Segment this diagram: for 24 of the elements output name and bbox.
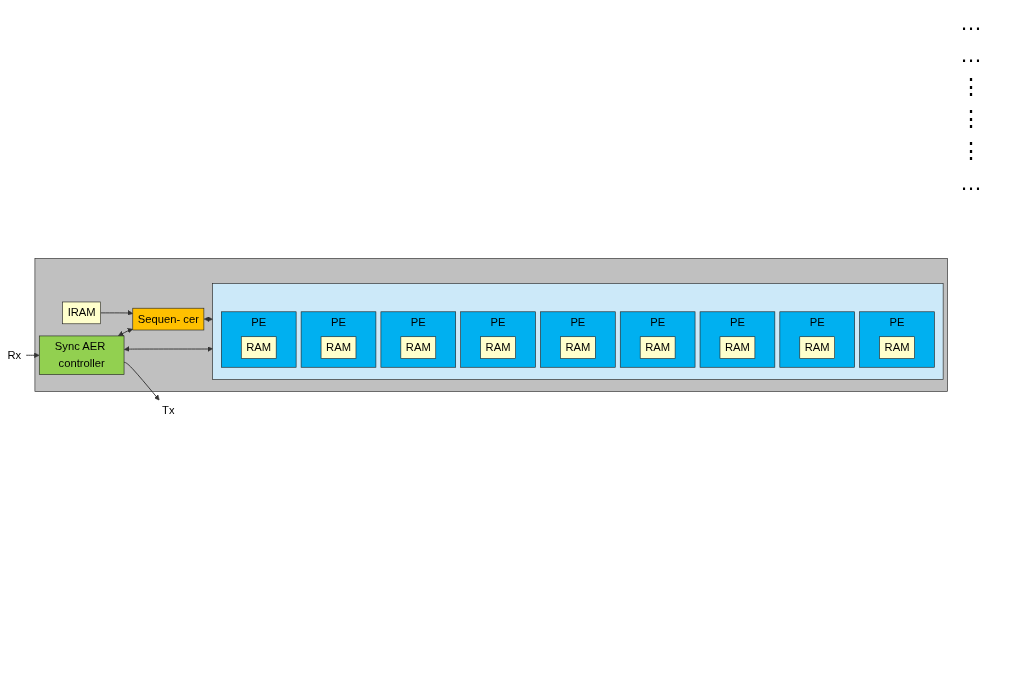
ellipsis-label: ⋮ — [960, 74, 983, 100]
node-box: RAM — [240, 336, 277, 360]
node-box: RAM — [480, 336, 516, 360]
ellipsis-label: … — [960, 170, 983, 196]
cluster — [212, 283, 944, 380]
node-box: RAM — [400, 336, 437, 360]
node-box: RAM — [719, 336, 756, 360]
cluster — [34, 258, 948, 392]
node-box: RAM — [799, 336, 835, 360]
node-box: RAM — [320, 336, 357, 360]
node-text: Tx — [162, 404, 175, 418]
node-box: RAM — [639, 336, 676, 360]
ellipsis-label: … — [960, 10, 983, 36]
node-box: Sequen- cer — [132, 308, 205, 331]
arrow — [118, 328, 133, 337]
node-box: Sync AER controller — [38, 335, 125, 376]
ellipsis-label: ⋮ — [960, 138, 983, 164]
node-text: Rx — [7, 348, 22, 362]
arrow — [203, 316, 213, 323]
node-box: RAM — [879, 336, 915, 360]
ellipsis-label: … — [960, 42, 983, 68]
ellipsis-label: ⋮ — [960, 106, 983, 132]
node-box: IRAM — [62, 301, 101, 325]
node-box: RAM — [560, 336, 596, 360]
